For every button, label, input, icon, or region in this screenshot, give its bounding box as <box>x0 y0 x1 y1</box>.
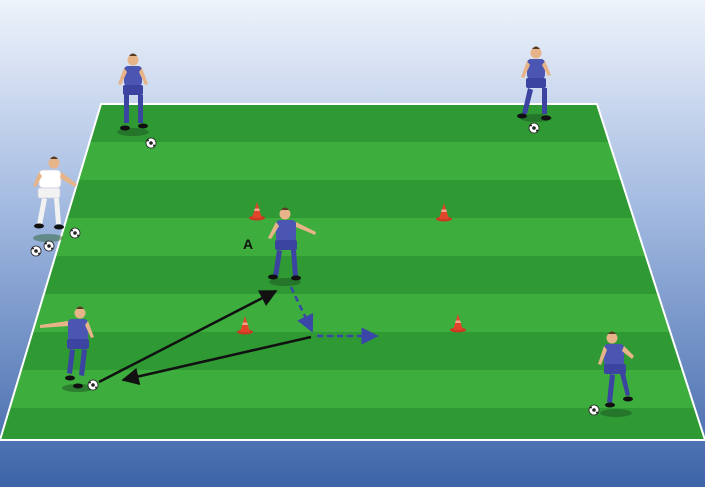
pitch-stripe <box>0 332 705 370</box>
player-a <box>268 207 316 286</box>
player-white <box>33 156 77 242</box>
pass-arrow <box>121 335 312 386</box>
field-boundary-line <box>0 103 705 441</box>
pitch-stripe <box>0 104 705 142</box>
player-label-a: A <box>243 236 253 252</box>
player-blue <box>517 46 552 122</box>
ball-icon <box>528 122 540 134</box>
run-arrow <box>289 286 314 333</box>
ball-icon <box>588 404 600 416</box>
ball-icon <box>30 245 42 257</box>
pitch-stripe <box>0 408 705 440</box>
ball-icon <box>43 240 55 252</box>
ball-icon <box>87 379 99 391</box>
pass-arrow <box>98 289 278 384</box>
player-blue <box>40 306 94 392</box>
player-blue <box>117 53 149 136</box>
player-blue <box>598 331 634 417</box>
ball-icon <box>69 227 81 239</box>
pitch-stripe <box>0 180 705 218</box>
pitch-stripe <box>0 256 705 294</box>
pitch <box>0 104 705 440</box>
ball-icon <box>145 137 157 149</box>
